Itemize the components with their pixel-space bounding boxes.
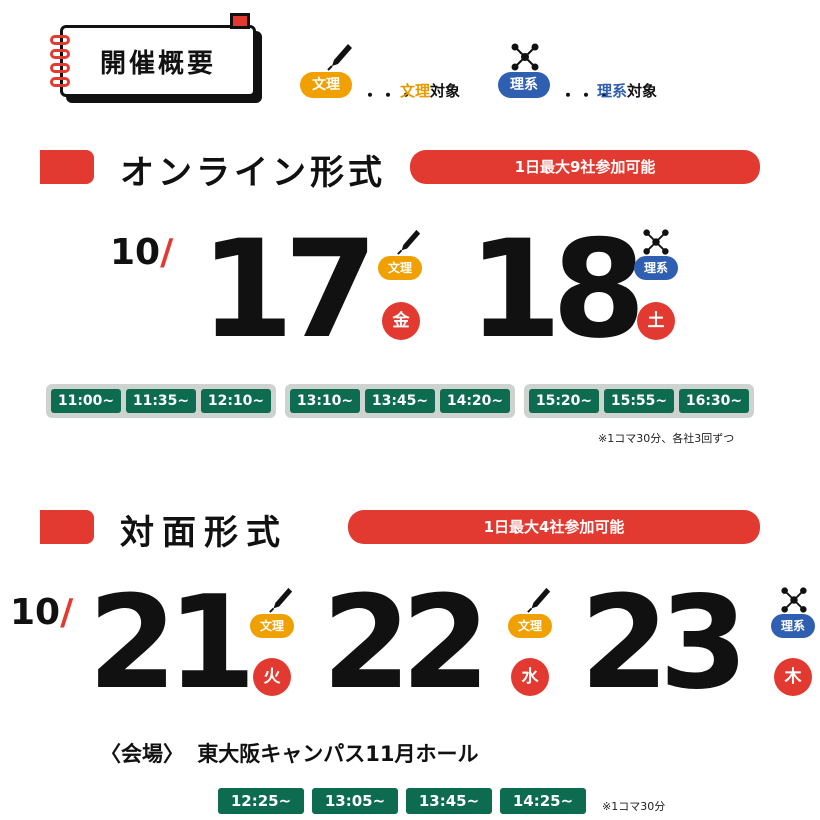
legend-rikei-pill: 理系 xyxy=(498,72,550,98)
tag-rikei: 理系 xyxy=(634,256,678,280)
legend-bunri-desc: 文理対象 xyxy=(400,82,461,100)
weekday-badge: 火 xyxy=(253,658,291,696)
fountain-pen-icon xyxy=(397,229,421,255)
legend-rikei: 理系 xyxy=(498,42,558,104)
offline-date-21: 21 xyxy=(88,569,256,718)
weekday-badge: 土 xyxy=(637,302,675,340)
binder-ring xyxy=(50,77,70,87)
weekday-badge: 水 xyxy=(511,658,549,696)
fountain-pen-icon xyxy=(527,587,551,613)
title-notebook: 開催概要 xyxy=(50,13,265,105)
molecule-icon xyxy=(643,229,669,255)
time-slot: 11:35~ xyxy=(126,389,196,413)
legend-bunri-pill: 文理 xyxy=(300,72,352,98)
molecule-icon xyxy=(511,43,539,71)
legend-bunri: 文理 xyxy=(300,42,360,104)
time-slot: 14:25~ xyxy=(500,788,586,814)
time-slot: 14:20~ xyxy=(440,389,510,413)
fountain-pen-icon xyxy=(269,587,293,613)
venue-name: 東大阪キャンパス11月ホール xyxy=(197,742,479,766)
section-cap xyxy=(40,150,94,184)
time-slot: 13:10~ xyxy=(290,389,360,413)
time-slot: 12:25~ xyxy=(218,788,304,814)
offline-month: 10/ xyxy=(10,592,74,633)
time-slot: 15:55~ xyxy=(604,389,674,413)
slot-group: 13:10~ 13:45~ 14:20~ xyxy=(285,384,515,418)
section-cap xyxy=(40,510,94,544)
page-title: 開催概要 xyxy=(99,48,216,79)
time-slot: 13:45~ xyxy=(406,788,492,814)
fountain-pen-icon xyxy=(327,44,352,71)
online-date-18: 18 xyxy=(468,211,646,368)
online-month: 10/ xyxy=(110,232,174,273)
legend-dots: ・・・ xyxy=(362,86,417,105)
binder-ring xyxy=(50,63,70,73)
online-date-17: 17 xyxy=(200,211,378,368)
binder-ring xyxy=(50,49,70,59)
weekday-badge: 木 xyxy=(774,658,812,696)
tag-bunri: 文理 xyxy=(250,614,294,638)
online-section-title: オンライン形式 xyxy=(120,153,386,193)
notebook-card: 開催概要 xyxy=(60,25,256,97)
time-slot: 13:45~ xyxy=(365,389,435,413)
time-slot: 15:20~ xyxy=(529,389,599,413)
legend-dots: ・・・ xyxy=(560,86,615,105)
time-slot: 16:30~ xyxy=(679,389,749,413)
notebook-tab xyxy=(230,13,250,29)
slot-group: 11:00~ 11:35~ 12:10~ xyxy=(46,384,276,418)
time-slot: 12:10~ xyxy=(201,389,271,413)
tag-rikei: 理系 xyxy=(771,614,815,638)
offline-date-22: 22 xyxy=(322,569,490,718)
online-capacity-bar: 1日最大9社参加可能 xyxy=(410,150,760,184)
molecule-icon xyxy=(781,587,807,613)
weekday-badge: 金 xyxy=(382,302,420,340)
offline-date-23: 23 xyxy=(580,569,748,718)
offline-section-title: 対面形式 xyxy=(120,513,288,553)
offline-capacity-bar: 1日最大4社参加可能 xyxy=(348,510,760,544)
time-slot: 11:00~ xyxy=(51,389,121,413)
binder-ring xyxy=(50,35,70,45)
tag-bunri: 文理 xyxy=(378,256,422,280)
venue: 〈会場〉 東大阪キャンパス11月ホール xyxy=(100,738,479,768)
time-slot: 13:05~ xyxy=(312,788,398,814)
venue-label: 〈会場〉 xyxy=(100,742,184,766)
offline-note: ※1コマ30分 xyxy=(602,800,666,813)
legend-rikei-desc: 理系対象 xyxy=(597,82,658,100)
online-note: ※1コマ30分、各社3回ずつ xyxy=(598,432,735,445)
slot-group: 15:20~ 15:55~ 16:30~ xyxy=(524,384,754,418)
tag-bunri: 文理 xyxy=(508,614,552,638)
